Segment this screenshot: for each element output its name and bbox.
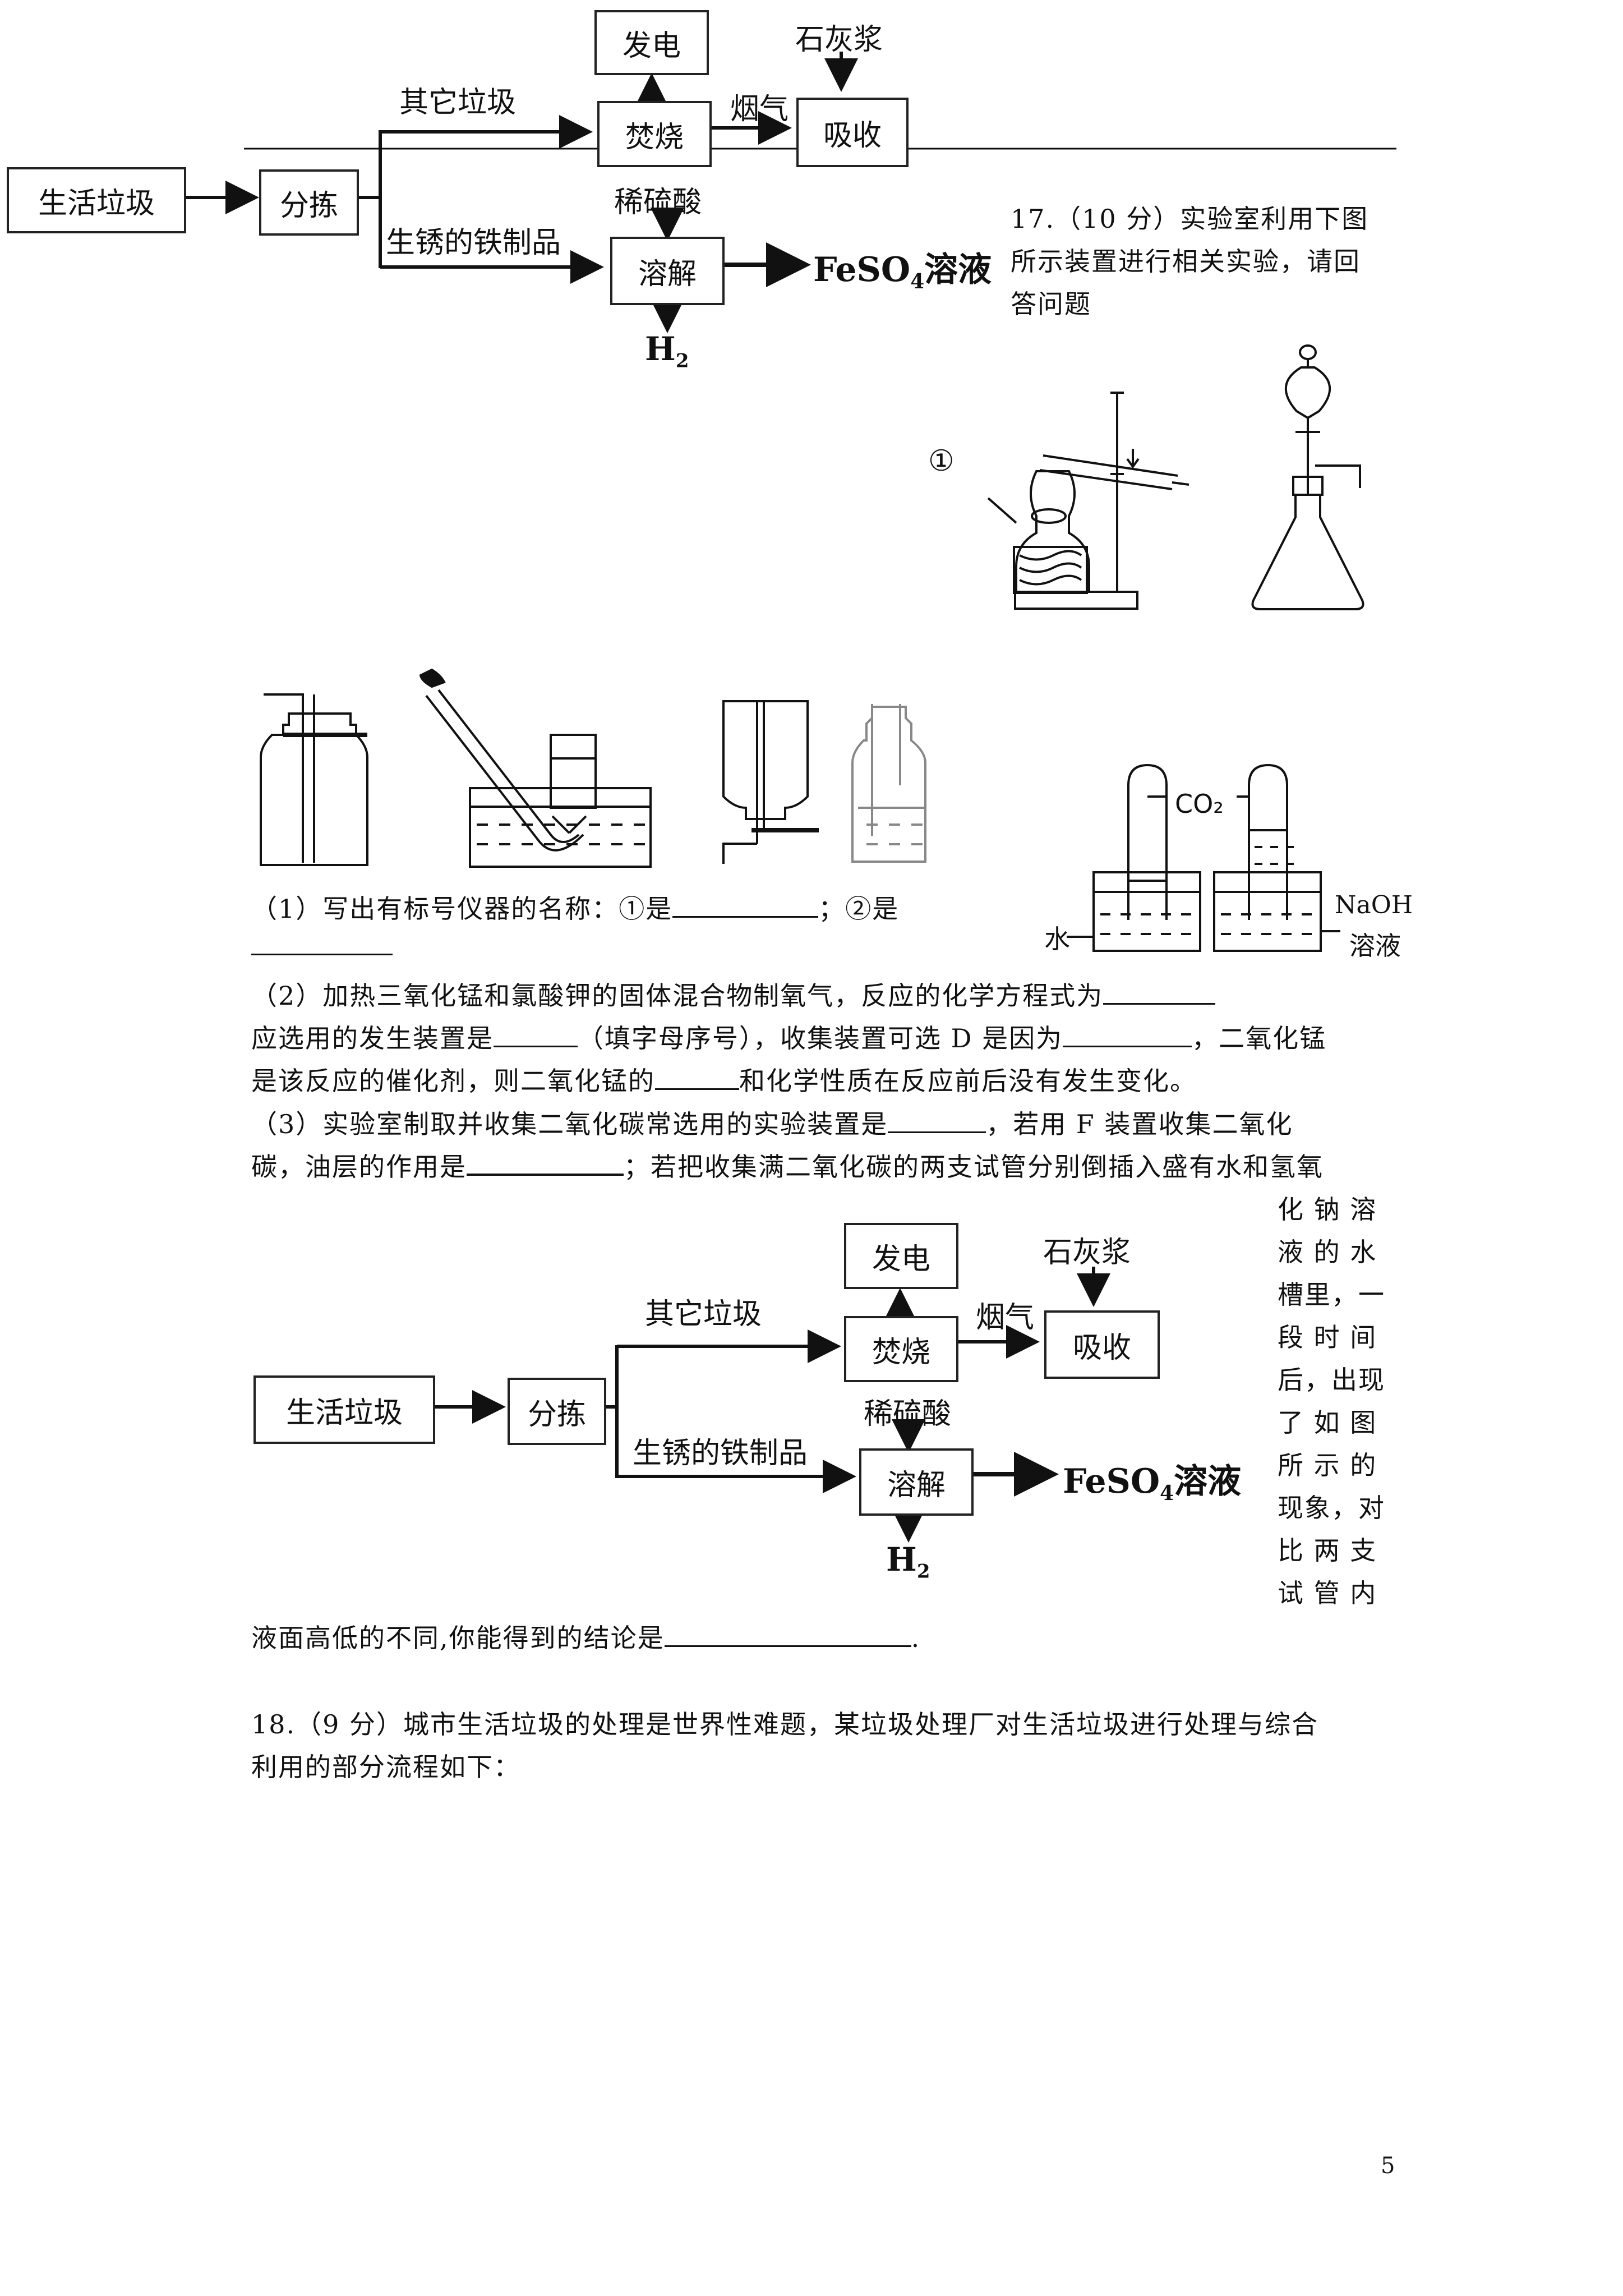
burn-box-2: 焚烧 — [844, 1316, 958, 1382]
waste-box-2: 生活垃圾 — [253, 1375, 435, 1444]
apparatus-water-trough — [419, 668, 652, 868]
product-label-2: FeSO4溶液 — [1063, 1462, 1242, 1505]
answer-blank-2[interactable] — [251, 954, 393, 955]
apparatus-row-2 — [260, 668, 1340, 952]
apparatus-heating-stand — [987, 392, 1189, 610]
sort-box: 分拣 — [259, 169, 359, 236]
answer-blank-generator[interactable] — [494, 1021, 578, 1047]
lime-slurry-label-2: 石灰浆 — [1043, 1236, 1131, 1269]
dissolve-box: 溶解 — [610, 237, 725, 305]
lime-slurry-label: 石灰浆 — [795, 23, 883, 57]
flue-gas-label: 烟气 — [730, 93, 789, 126]
answer-blank-co2-apparatus[interactable] — [888, 1107, 986, 1133]
other-waste-label-2: 其它垃圾 — [645, 1297, 762, 1331]
answer-blank-property[interactable] — [655, 1064, 739, 1090]
flue-gas-label-2: 烟气 — [976, 1301, 1035, 1335]
dissolve-box-2: 溶解 — [859, 1448, 974, 1516]
absorb-box-2: 吸收 — [1044, 1310, 1160, 1379]
waste-box: 生活垃圾 — [7, 167, 186, 233]
absorb-box: 吸收 — [796, 98, 909, 167]
apparatus-oil-bottle — [851, 704, 926, 863]
rusty-iron-label: 生锈的铁制品 — [386, 226, 561, 260]
naoh-label: NaOH — [1335, 891, 1413, 919]
apparatus-separatory-flask — [1251, 344, 1364, 610]
apparatus-co2-test-tubes — [1067, 763, 1340, 952]
answer-blank-1[interactable] — [672, 891, 819, 918]
q17-part1: （1）写出有标号仪器的名称：①是；②是 — [251, 887, 1048, 930]
q17-part3-conclusion: 液面高低的不同,你能得到的结论是. — [251, 1617, 1036, 1659]
q18-text: 18.（9 分）城市生活垃圾的处理是世界性难题，某垃圾处理厂对生活垃圾进行处理与… — [251, 1709, 1319, 1782]
q17-part3: （3）实验室制取并收集二氧化碳常选用的实验装置是，若用 F 装置收集二氧化 碳，… — [251, 1103, 1401, 1188]
hydrogen-label: H2 — [645, 330, 689, 372]
answer-blank-reason[interactable] — [1063, 1021, 1192, 1047]
water-label: 水 — [1044, 924, 1070, 954]
q17-part2: （2）加热三氧化锰和氯酸钾的固体混合物制氧气，反应的化学方程式为 应选用的发生装… — [251, 974, 1401, 1102]
power-box: 发电 — [594, 10, 709, 75]
other-waste-label: 其它垃圾 — [399, 86, 517, 119]
rusty-iron-label-2: 生锈的铁制品 — [633, 1437, 808, 1470]
sort-box-2: 分拣 — [508, 1378, 606, 1445]
dilute-acid-label-2: 稀硫酸 — [864, 1397, 952, 1431]
co2-label: CO₂ — [1175, 789, 1224, 819]
product-label: FeSO4溶液 — [813, 250, 992, 293]
dilute-acid-label: 稀硫酸 — [614, 186, 702, 219]
flowchart-middle-lines — [433, 1267, 1110, 1543]
q17-side-text: 化 钠 溶 液 的 水 槽里，一 段 时 间 后，出现 了 如 图 所 示 的 … — [1278, 1194, 1385, 1608]
answer-blank-oil[interactable] — [467, 1149, 624, 1176]
answer-blank-equation[interactable] — [1103, 978, 1216, 1005]
apparatus-inverted-bottle — [722, 700, 819, 864]
burn-box: 焚烧 — [597, 101, 712, 167]
q17-intro: 17.（10 分）实验室利用下图 所示装置进行相关实验，请回 答问题 — [1011, 204, 1369, 319]
naoh-solution-label: 溶液 — [1349, 931, 1401, 961]
apparatus-gas-bottle — [260, 693, 368, 866]
hydrogen-label-2: H2 — [886, 1540, 930, 1583]
marker-1: ① — [928, 444, 955, 478]
answer-blank-conclusion[interactable] — [664, 1621, 911, 1647]
page-number: 5 — [1381, 2153, 1395, 2179]
power-box-2: 发电 — [844, 1223, 958, 1289]
